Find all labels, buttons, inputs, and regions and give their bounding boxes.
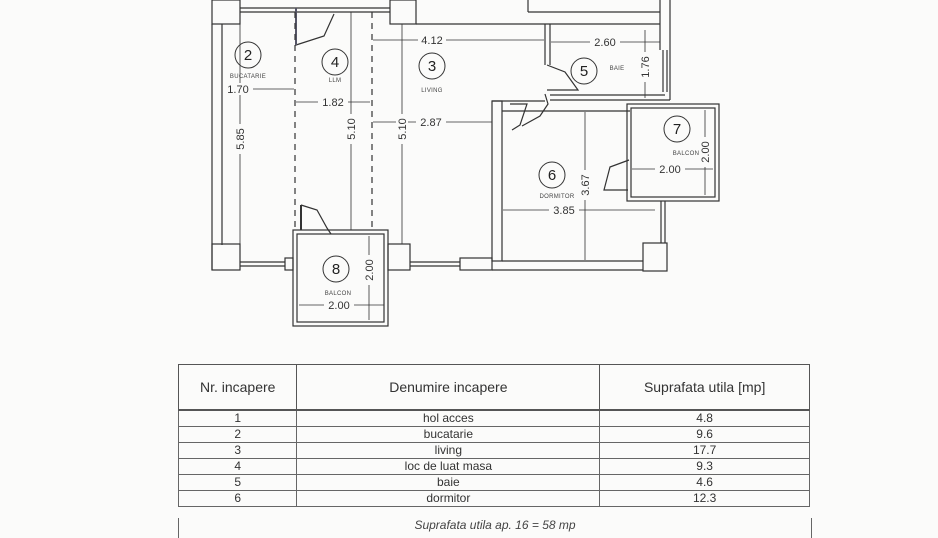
cell-name: bucatarie [296,426,601,443]
room-markers [234,41,691,283]
table-row: 2 bucatarie 9.6 [177,426,810,443]
dim-dormitor-width: 3.85 [553,205,574,217]
dim-balcon8-width: 2.00 [328,300,349,312]
cell-area: 17.7 [599,442,810,459]
cell-nr: 5 [177,474,298,491]
cell-name: loc de luat masa [296,458,601,475]
room-number-2: 2 [244,47,252,64]
cell-nr: 4 [177,458,298,475]
room-label-balcon-8: BALCON [325,291,351,297]
room-number-5: 5 [580,63,588,80]
cell-name: baie [296,474,601,491]
room-number-4: 4 [331,54,339,71]
table-row: 6 dormitor 12.3 [177,490,810,507]
room-label-bucatarie: BUCATARIE [230,74,266,80]
cell-nr: 1 [177,409,298,427]
floor-plan-drawing: 2 BUCATARIE 4 LLM 3 LIVING 5 BAIE 6 DORM… [211,0,720,327]
dim-llm-width: 1.82 [322,97,343,109]
dim-baie-height: 1.76 [640,56,652,77]
dim-bucatarie-height: 5.85 [235,128,247,149]
dim-llm-height: 5.10 [346,118,358,139]
cell-name: dormitor [296,490,601,507]
cell-name: living [296,442,601,459]
cell-area: 9.3 [599,458,810,475]
header-room-area: Suprafata utila [mp] [599,364,810,411]
dim-balcon8-height: 2.00 [364,259,376,280]
room-number-7: 7 [673,121,681,138]
dim-living-height: 5.10 [397,118,409,139]
cell-area: 4.6 [599,474,810,491]
room-label-living: LIVING [421,88,443,94]
room-number-8: 8 [332,261,340,278]
cell-area: 12.3 [599,490,810,507]
cell-name: hol acces [296,409,601,427]
table-row: 5 baie 4.6 [177,474,810,491]
cell-area: 4.8 [599,409,810,427]
table-row: 3 living 17.7 [177,442,810,459]
dim-balcon7-width: 2.00 [659,164,680,176]
dim-living-lower-width: 2.87 [420,117,441,129]
dim-bucatarie-width: 1.70 [227,84,248,96]
table-row: 1 hol acces 4.8 [177,409,810,427]
header-room-number: Nr. incapere [177,364,298,411]
rooms-table: Nr. incapere Denumire incapere Suprafata… [177,364,810,507]
cell-area: 9.6 [599,426,810,443]
rooms-table-container: Nr. incapere Denumire incapere Suprafata… [177,364,812,538]
room-number-3: 3 [428,58,436,75]
room-label-llm: LLM [329,78,342,84]
dim-baie-width: 2.60 [594,37,615,49]
dim-balcon7-height: 2.00 [700,141,712,162]
room-label-balcon-7: BALCON [673,151,699,157]
room-label-baie: BAIE [610,66,625,72]
cell-nr: 2 [177,426,298,443]
walls [211,0,720,327]
cell-nr: 3 [177,442,298,459]
dim-dormitor-height: 3.67 [580,174,592,195]
dim-living-width: 4.12 [421,35,442,47]
room-number-6: 6 [548,167,556,184]
table-row: 4 loc de luat masa 9.3 [177,458,810,475]
total-area-footer: Suprafata utila ap. 16 = 58 mp [178,518,812,538]
header-room-name: Denumire incapere [296,364,601,411]
dashed-partitions [294,12,373,230]
room-label-dormitor: DORMITOR [540,194,575,200]
cell-nr: 6 [177,490,298,507]
